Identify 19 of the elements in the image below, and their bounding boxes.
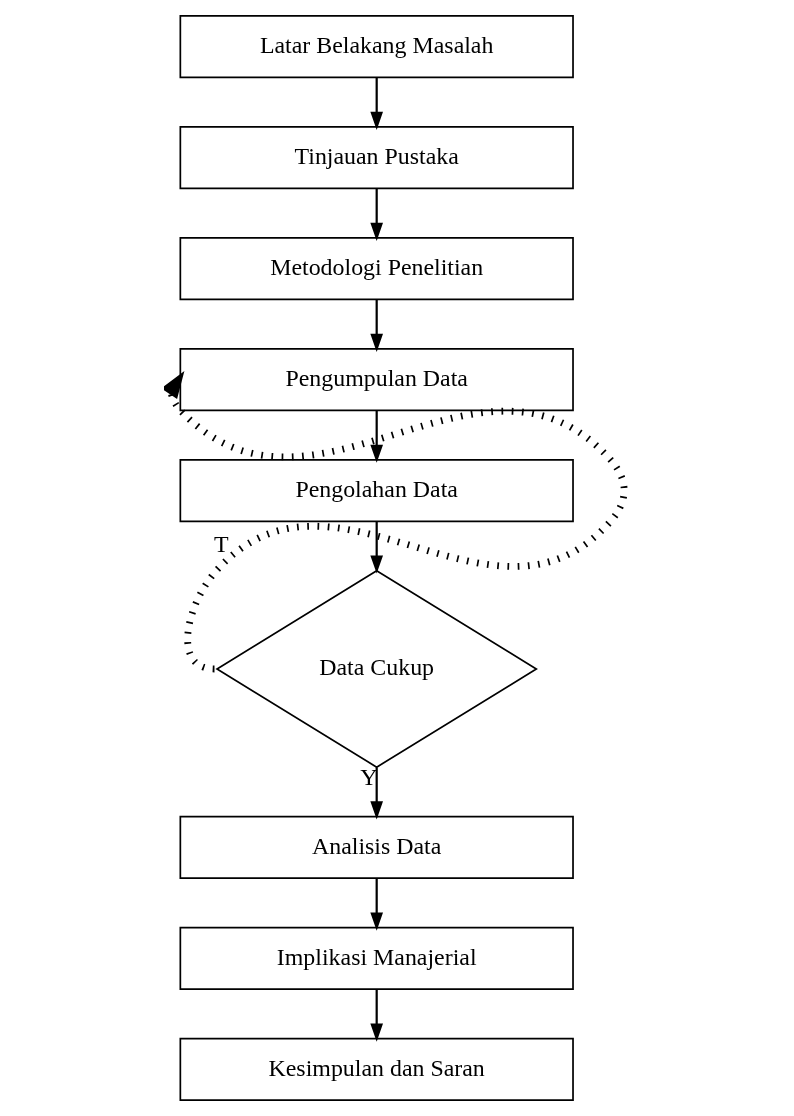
arrow xyxy=(369,767,383,820)
node-box: Analisis Data xyxy=(179,815,574,879)
node-box: Latar Belakang Masalah xyxy=(179,15,574,79)
node-diamond: Data Cukup xyxy=(214,569,538,769)
arrow xyxy=(369,188,383,241)
arrow xyxy=(369,521,383,574)
node-box: Tinjauan Pustaka xyxy=(179,126,574,190)
arrow xyxy=(369,299,383,352)
node-box: Implikasi Manajerial xyxy=(179,926,574,990)
node-box: Pengolahan Data xyxy=(179,458,574,523)
arrow xyxy=(369,77,383,130)
arrow xyxy=(163,371,627,673)
edge-label: T xyxy=(213,531,229,558)
node-box: Pengumpulan Data xyxy=(179,348,574,412)
arrow xyxy=(369,989,383,1042)
node-box: Kesimpulan dan Saran xyxy=(179,1037,574,1101)
arrow xyxy=(369,878,383,931)
arrow xyxy=(369,410,383,463)
node-box: Metodologi Penelitian xyxy=(179,237,574,301)
